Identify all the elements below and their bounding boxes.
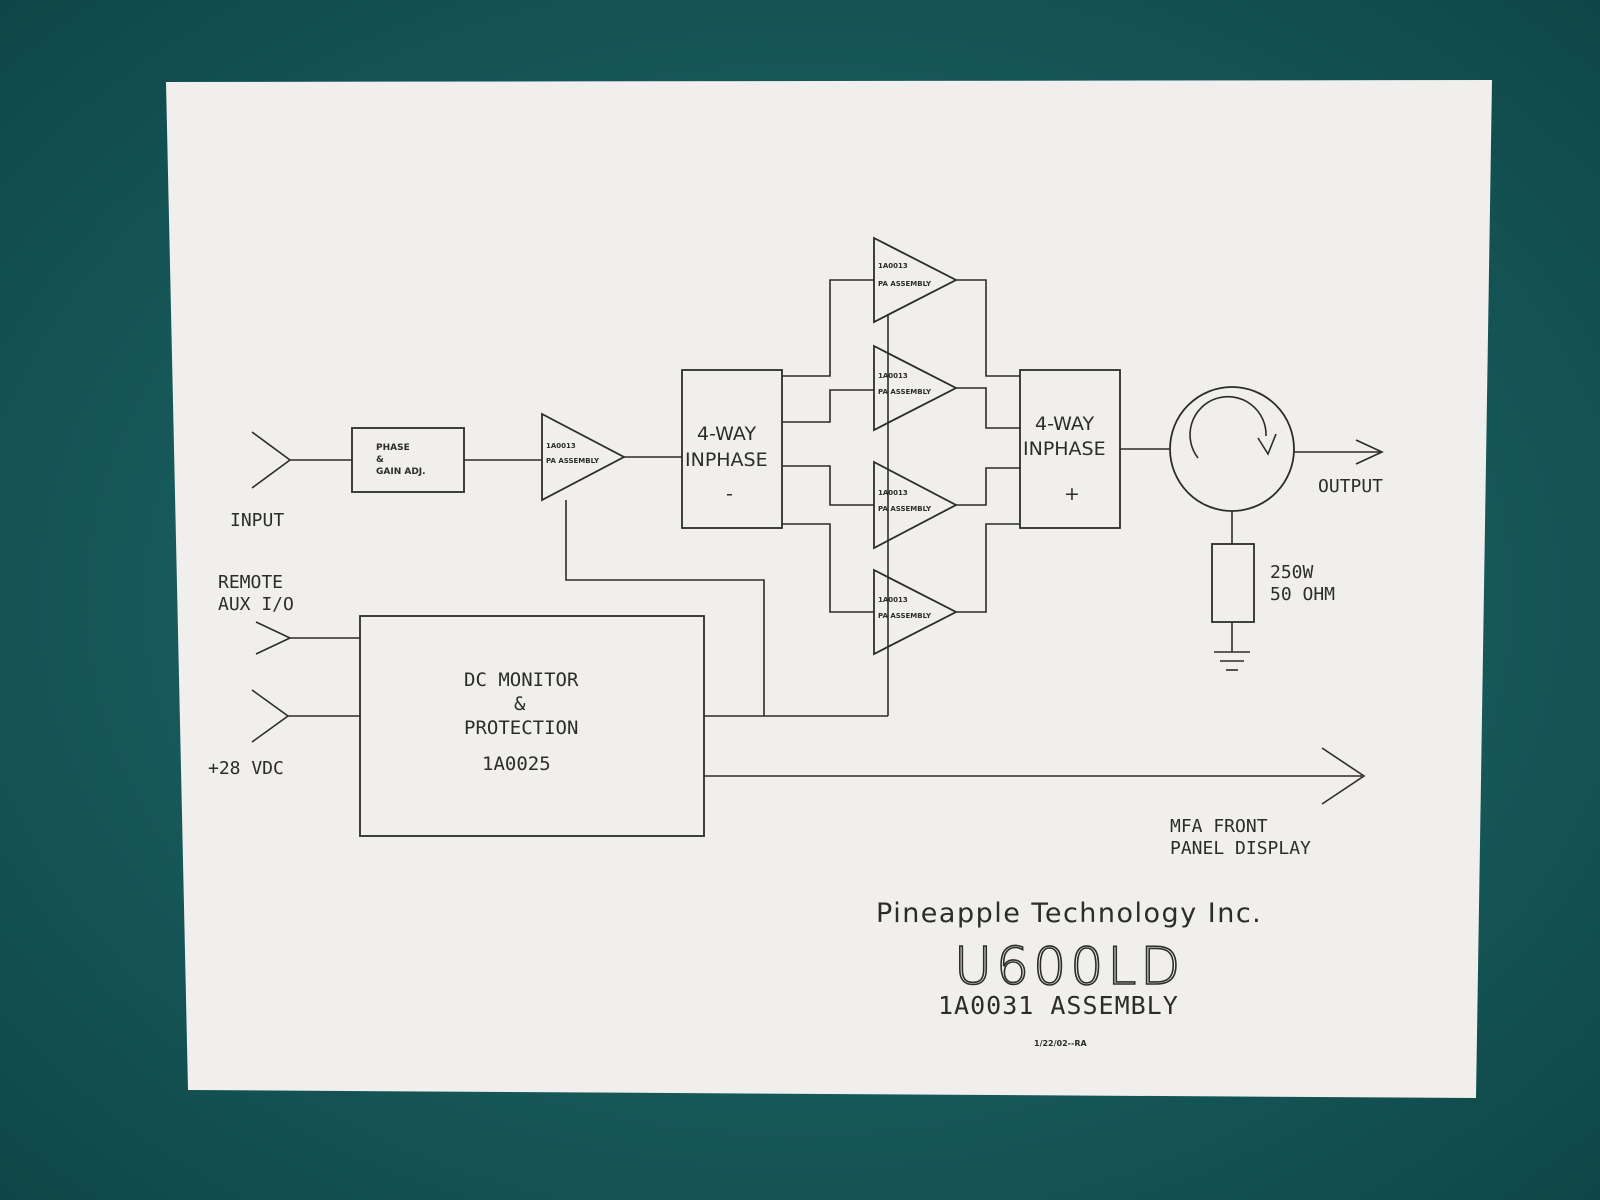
dc-monitor-line3: PROTECTION (464, 717, 578, 739)
dc-monitor-line2: & (514, 693, 526, 715)
input-connector (251, 431, 352, 489)
driver-pa-assembly: 1A0013 PA ASSEMBLY (541, 412, 626, 502)
mfa-label-line2: PANEL DISPLAY (1170, 838, 1311, 859)
output-label: OUTPUT (1318, 476, 1383, 497)
remote-label: REMOTE (218, 572, 283, 593)
pa-assembly-4: 1A0013 PA ASSEMBLY (873, 568, 958, 656)
splitter-line2: INPHASE (685, 449, 768, 471)
remote-aux-connector (255, 621, 360, 655)
vdc-connector (251, 689, 360, 743)
pa4-name: PA ASSEMBLY (878, 612, 932, 620)
pa-assembly-1: 1A0013 PA ASSEMBLY (873, 236, 958, 324)
pa2-part: 1A0013 (878, 372, 908, 380)
dc-monitor-protection-block: DC MONITOR & PROTECTION 1A0025 (359, 615, 705, 837)
driver-pa-name: PA ASSEMBLY (546, 457, 600, 465)
pa1-part: 1A0013 (878, 262, 908, 270)
aux-io-label: AUX I/O (218, 594, 294, 615)
pa-assembly-2: 1A0013 PA ASSEMBLY (873, 344, 958, 432)
dc-monitor-line1: DC MONITOR (464, 669, 579, 691)
paper-sheet (166, 80, 1492, 1098)
phase-gain-line1: PHASE (376, 443, 410, 453)
model-number: U600LD (954, 937, 1184, 997)
vdc-label: +28 VDC (208, 758, 284, 779)
load-power-label: 250W (1270, 562, 1314, 583)
splitter-4-way-inphase: 4-WAY INPHASE - (681, 369, 783, 529)
driver-pa-part: 1A0013 (546, 442, 576, 450)
splitter-sign: - (726, 483, 733, 505)
dc-monitor-part: 1A0025 (482, 753, 551, 775)
output-arrow-icon (1355, 439, 1384, 465)
pa-assembly-3: 1A0013 PA ASSEMBLY (873, 460, 958, 550)
mfa-arrow-icon (1321, 747, 1366, 805)
phase-gain-line2: & (376, 455, 384, 465)
load-impedance-label: 50 OHM (1270, 584, 1335, 605)
revision-date: 1/22/02--RA (1034, 1039, 1087, 1048)
pa3-name: PA ASSEMBLY (878, 505, 932, 513)
combiner-sign: + (1064, 483, 1080, 505)
pa4-part: 1A0013 (878, 596, 908, 604)
splitter-line1: 4-WAY (697, 423, 756, 445)
input-label: INPUT (230, 510, 284, 531)
load-resistor (1211, 511, 1255, 652)
combiner-line1: 4-WAY (1035, 413, 1094, 435)
mfa-label-line1: MFA FRONT (1170, 816, 1268, 837)
assembly-number: 1A0031 ASSEMBLY (938, 991, 1179, 1020)
combiner-line2: INPHASE (1023, 438, 1106, 460)
ground-icon (1214, 651, 1250, 671)
pa2-name: PA ASSEMBLY (878, 388, 932, 396)
pa3-part: 1A0013 (878, 489, 908, 497)
company-name: Pineapple Technology Inc. (876, 898, 1262, 929)
phase-gain-line3: GAIN ADJ. (376, 467, 426, 477)
pa1-name: PA ASSEMBLY (878, 280, 932, 288)
